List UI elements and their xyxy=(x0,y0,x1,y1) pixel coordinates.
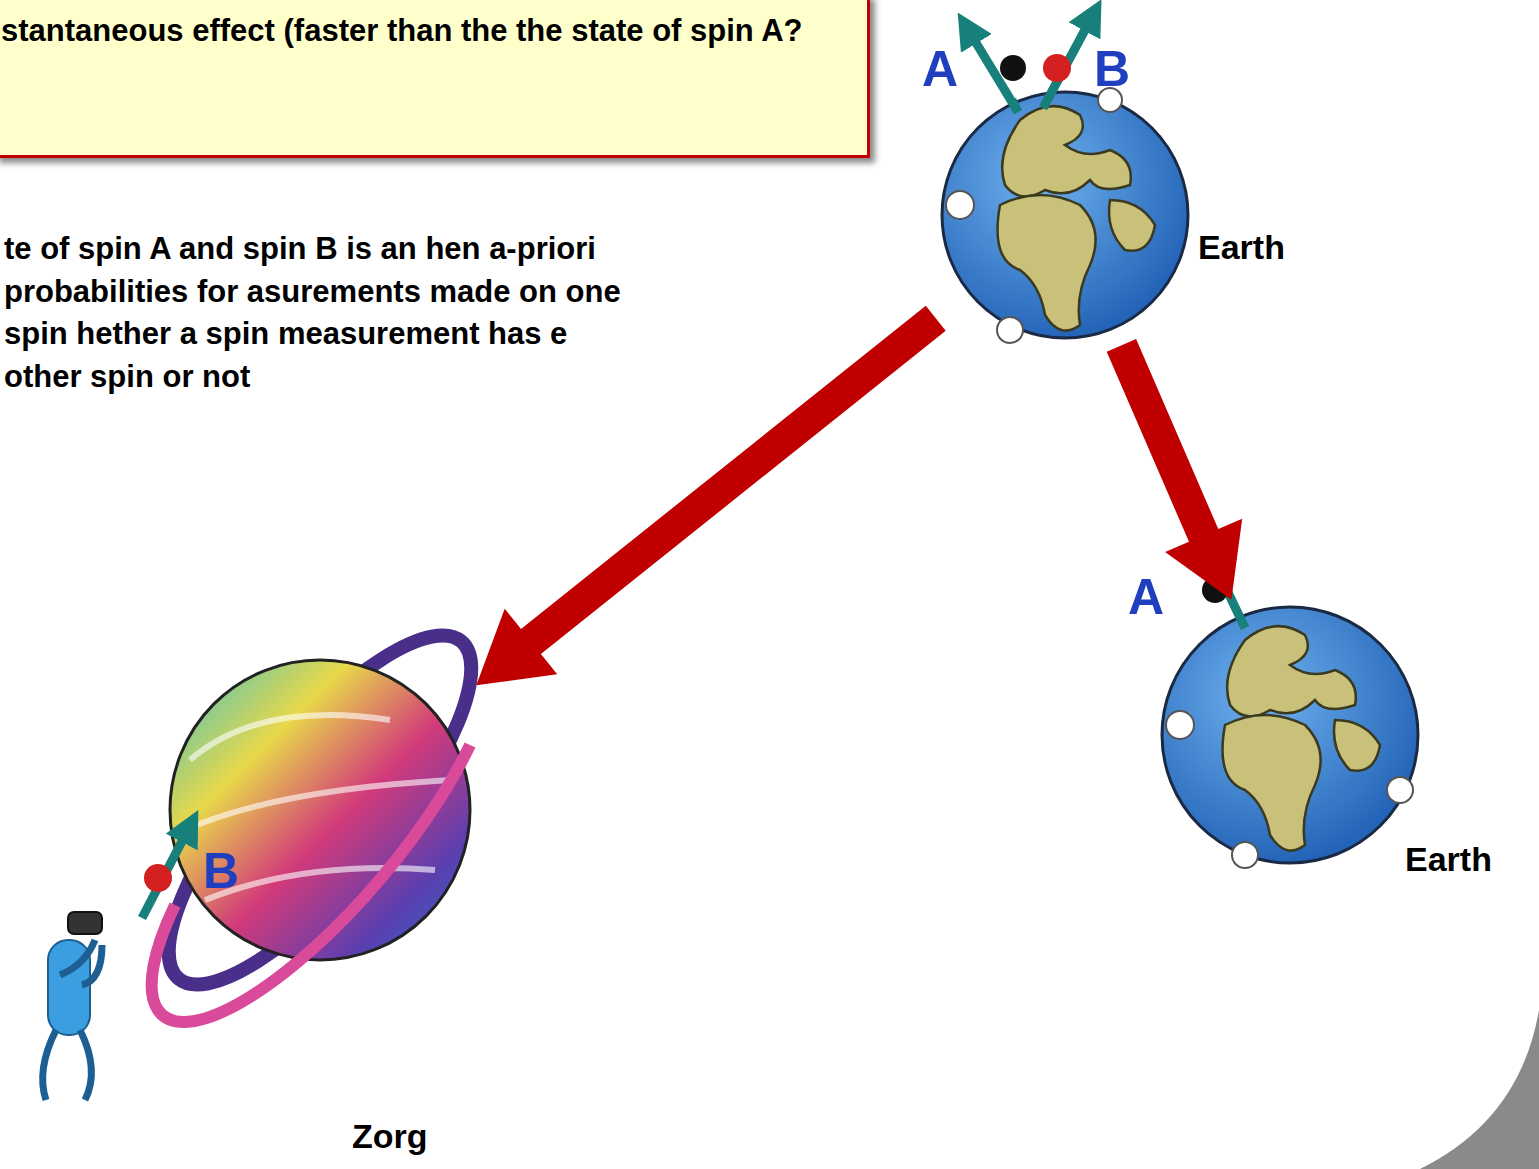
spin-vector xyxy=(142,826,190,918)
travel-arrow xyxy=(476,306,945,686)
spin-label: B xyxy=(1094,40,1130,98)
spin-label: B xyxy=(203,842,239,900)
planet-name: Earth xyxy=(1198,228,1285,267)
question-box: stantaneous effect (faster than the the … xyxy=(0,0,870,158)
planet-earth: Earth xyxy=(1162,607,1418,863)
planet-name: Earth xyxy=(1405,840,1492,879)
travel-arrow xyxy=(1107,339,1243,600)
zorg-planet xyxy=(125,596,515,1023)
planet-name: Zorg xyxy=(352,1117,428,1156)
question-text: stantaneous effect (faster than the the … xyxy=(1,11,831,51)
earth-globe xyxy=(1162,607,1418,868)
spin-label: A xyxy=(1128,568,1164,626)
spin-label: A xyxy=(922,40,958,98)
alien-observer xyxy=(43,912,102,1100)
slide-corner xyxy=(1420,1010,1539,1169)
earth-globe xyxy=(942,88,1188,343)
planet-earth: Earth xyxy=(942,92,1188,338)
body-text: te of spin A and spin B is an hen a-prio… xyxy=(4,228,644,398)
spin-vector xyxy=(967,15,1093,112)
planet-zorg: Zorg xyxy=(170,660,470,960)
